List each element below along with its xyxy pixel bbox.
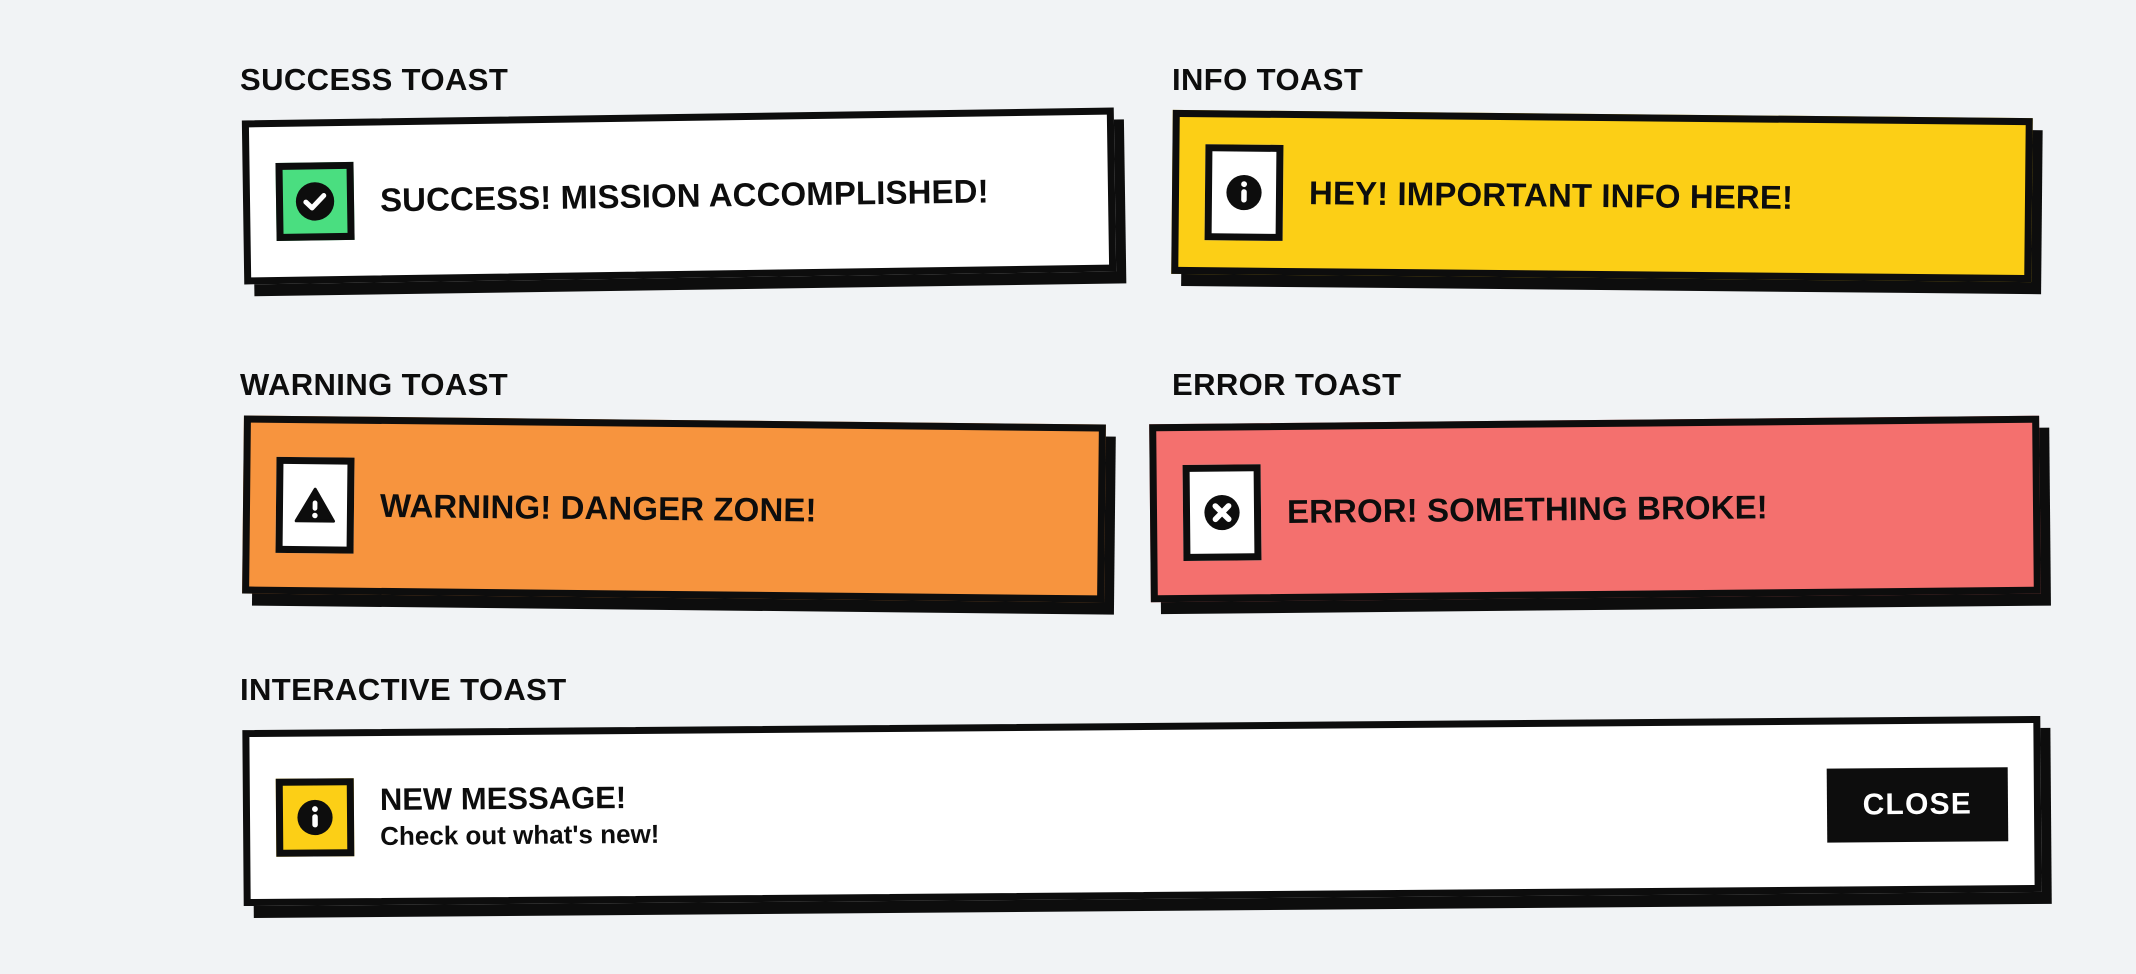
toast-warning[interactable]: WARNING! DANGER ZONE! [242, 415, 1116, 615]
toast-text-block: NEW MESSAGE! Check out what's new! [379, 779, 660, 852]
section-label-warning: WARNING TOAST [240, 367, 509, 402]
success-icon-box [275, 161, 355, 241]
error-icon-box [1182, 464, 1262, 561]
section-label-error: ERROR TOAST [1172, 367, 1402, 402]
toast-warning-card[interactable]: WARNING! DANGER ZONE! [242, 415, 1106, 603]
warning-icon-box [275, 456, 355, 554]
info-icon-box [1204, 144, 1284, 241]
warning-triangle-icon [292, 483, 338, 527]
section-label-interactive: INTERACTIVE TOAST [240, 672, 567, 707]
toast-interactive-card[interactable]: NEW MESSAGE! Check out what's new! CLOSE [242, 715, 2042, 907]
toast-success[interactable]: SUCCESS! MISSION ACCOMPLISHED! [241, 107, 1127, 297]
toast-title: NEW MESSAGE! [379, 779, 627, 817]
toast-interactive[interactable]: NEW MESSAGE! Check out what's new! CLOSE [242, 715, 2052, 918]
error-x-circle-icon [1200, 490, 1244, 534]
toast-info[interactable]: HEY! IMPORTANT INFO HERE! [1171, 109, 2043, 295]
toast-subtitle: Check out what's new! [380, 818, 660, 852]
interactive-icon-box [275, 778, 355, 857]
info-circle-icon [1222, 170, 1266, 214]
layout-spacer [685, 806, 1800, 815]
toast-message: HEY! IMPORTANT INFO HERE! [1308, 174, 1794, 216]
toast-error[interactable]: ERROR! SOMETHING BROKE! [1149, 415, 2051, 615]
toast-message: ERROR! SOMETHING BROKE! [1286, 488, 1768, 530]
info-circle-icon [293, 795, 337, 839]
section-label-info: INFO TOAST [1172, 62, 1364, 97]
toast-message: WARNING! DANGER ZONE! [379, 486, 817, 529]
toast-message: SUCCESS! MISSION ACCOMPLISHED! [379, 172, 989, 219]
section-label-success: SUCCESS TOAST [240, 62, 509, 97]
close-button[interactable]: CLOSE [1826, 767, 2009, 843]
toast-error-card[interactable]: ERROR! SOMETHING BROKE! [1149, 415, 2041, 603]
toast-info-card[interactable]: HEY! IMPORTANT INFO HERE! [1171, 109, 2033, 283]
toast-success-card[interactable]: SUCCESS! MISSION ACCOMPLISHED! [241, 107, 1117, 285]
check-circle-icon [292, 178, 339, 225]
